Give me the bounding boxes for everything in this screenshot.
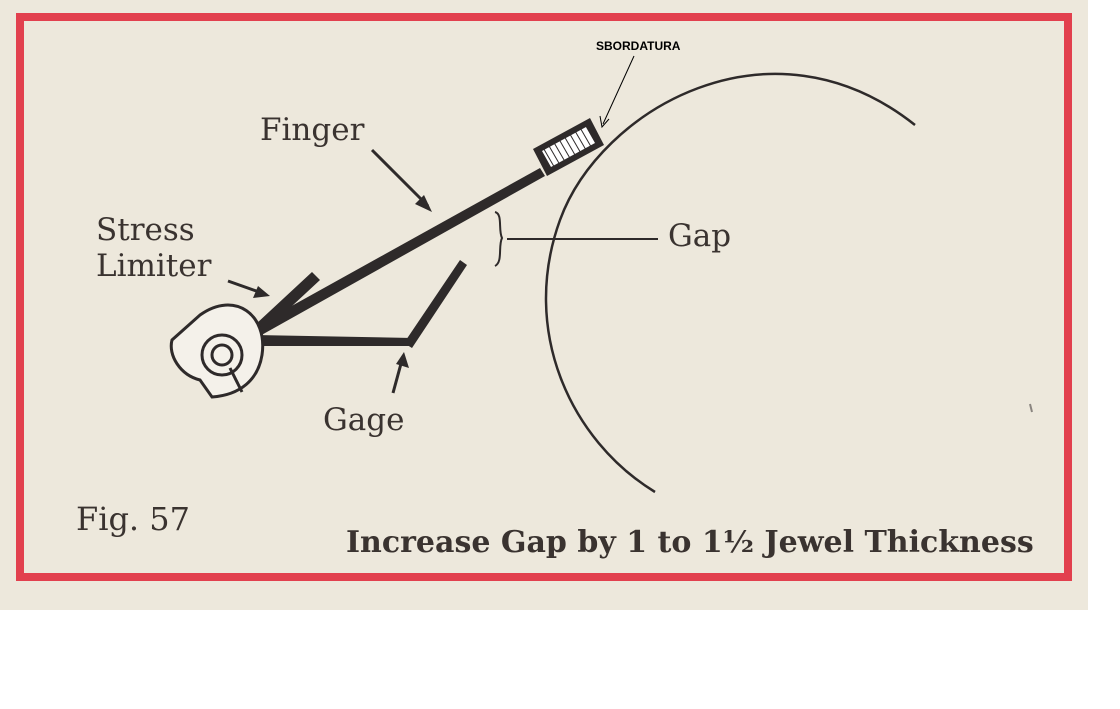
gage-arm [255,335,413,346]
gage-label: Gage [323,402,404,438]
finger-label: Finger [260,112,365,148]
red-frame [16,13,1072,581]
finger-arm [252,168,545,337]
scan-background [0,0,1088,610]
jewel-block-icon [533,118,604,176]
finger-arrow [370,148,430,208]
gap-label: Gap [668,218,731,254]
gage-tip [404,260,467,348]
limiter-label: Limiter [96,248,212,284]
wheel-arc [544,72,916,494]
annotation-arrow [602,55,635,125]
pivot-nut-icon [169,303,265,399]
stress-limiter [256,272,320,332]
figure-number: Fig. 57 [76,500,190,538]
figure-caption: Increase Gap by 1 to 1½ Jewel Thickness [346,525,1034,560]
gage-arrow [391,359,404,394]
sbordatura-annotation: SBORDATURA [596,39,681,53]
paper-speck [1029,403,1033,413]
brace-icon [494,211,504,267]
stress-label: Stress [96,212,195,248]
